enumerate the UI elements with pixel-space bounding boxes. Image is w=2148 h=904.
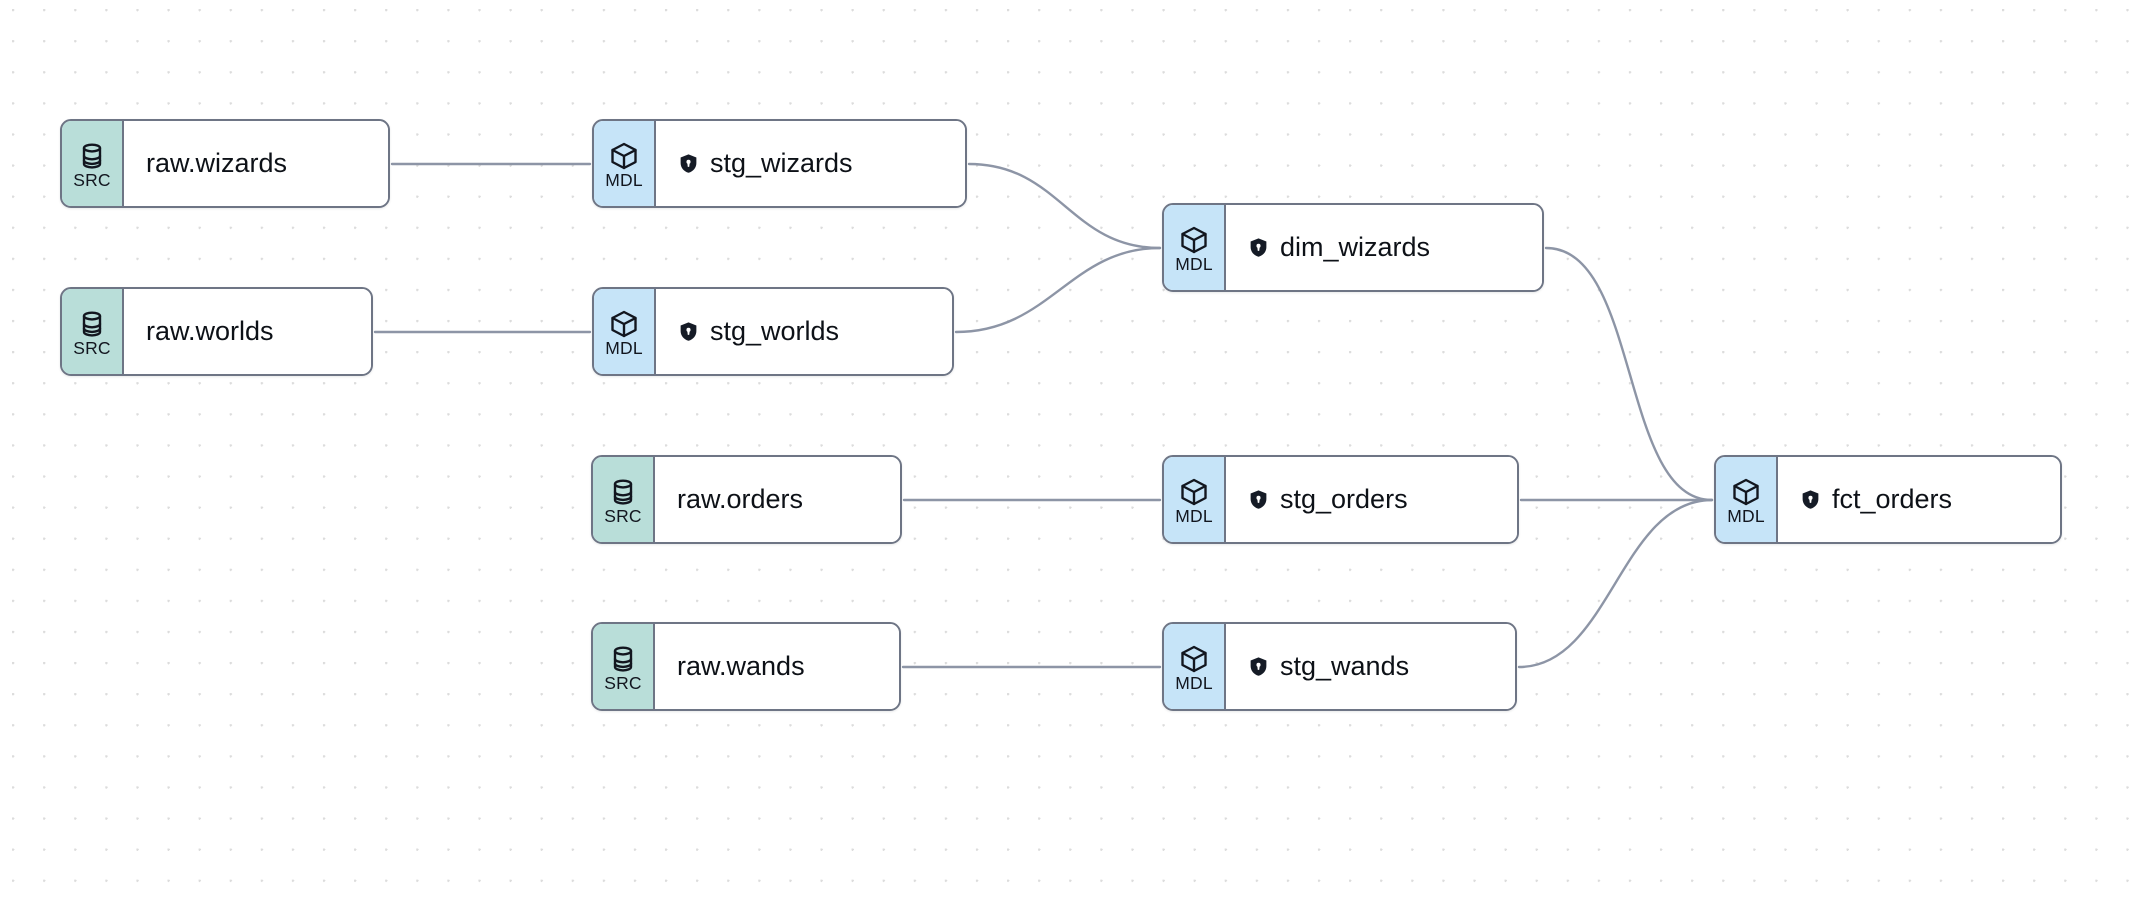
node-body: raw.wizards — [124, 121, 388, 206]
node-body: raw.orders — [655, 457, 900, 542]
node-label: dim_wizards — [1280, 232, 1431, 262]
node-badge-mdl: MDL — [1164, 457, 1226, 542]
node-badge-text: MDL — [1175, 672, 1213, 693]
node-badge-mdl: MDL — [1716, 457, 1778, 542]
node-raw_wands[interactable]: SRC raw.wands — [591, 622, 901, 711]
node-badge-text: SRC — [73, 337, 111, 358]
node-badge-text: SRC — [604, 505, 642, 526]
node-badge-text: MDL — [605, 169, 643, 190]
node-badge-mdl: MDL — [594, 289, 656, 374]
node-fct_orders[interactable]: MDL fct_orders — [1714, 455, 2062, 544]
node-label: raw.orders — [677, 484, 804, 514]
node-label: fct_orders — [1832, 484, 1953, 514]
node-body: stg_worlds — [656, 289, 952, 374]
database-icon — [77, 309, 107, 339]
node-dim_wizards[interactable]: MDL dim_wizards — [1162, 203, 1544, 292]
node-stg_wizards[interactable]: MDL stg_wizards — [592, 119, 967, 208]
node-body: raw.wands — [655, 624, 899, 709]
node-badge-mdl: MDL — [594, 121, 656, 206]
node-label: raw.wands — [677, 651, 805, 681]
node-badge-text: SRC — [73, 169, 111, 190]
node-raw_worlds[interactable]: SRC raw.worlds — [60, 287, 373, 376]
database-icon — [77, 141, 107, 171]
node-badge-text: MDL — [605, 337, 643, 358]
node-label: raw.worlds — [146, 316, 274, 346]
node-body: dim_wizards — [1226, 205, 1542, 290]
node-raw_wizards[interactable]: SRC raw.wizards — [60, 119, 390, 208]
node-body: stg_wizards — [656, 121, 965, 206]
cube-icon — [609, 141, 639, 171]
cube-icon — [1179, 477, 1209, 507]
node-badge-mdl: MDL — [1164, 624, 1226, 709]
cube-icon — [1731, 477, 1761, 507]
shield-lock-icon — [1248, 656, 1269, 677]
shield-lock-icon — [1248, 489, 1269, 510]
node-stg_orders[interactable]: MDL stg_orders — [1162, 455, 1519, 544]
node-badge-src: SRC — [62, 121, 124, 206]
node-badge-mdl: MDL — [1164, 205, 1226, 290]
node-label: raw.wizards — [146, 148, 288, 178]
node-badge-text: SRC — [604, 672, 642, 693]
node-label: stg_worlds — [710, 316, 840, 346]
shield-lock-icon — [1248, 237, 1269, 258]
node-raw_orders[interactable]: SRC raw.orders — [591, 455, 902, 544]
node-badge-text: MDL — [1727, 505, 1765, 526]
node-badge-src: SRC — [62, 289, 124, 374]
node-body: raw.worlds — [124, 289, 371, 374]
node-stg_wands[interactable]: MDL stg_wands — [1162, 622, 1517, 711]
node-label: stg_orders — [1280, 484, 1408, 514]
edge-stg_wands-to-fct_orders — [1517, 498, 1714, 669]
database-icon — [608, 477, 638, 507]
shield-lock-icon — [678, 153, 699, 174]
node-body: stg_orders — [1226, 457, 1517, 542]
cube-icon — [1179, 225, 1209, 255]
edge-dim_wizards-to-fct_orders — [1544, 246, 1714, 502]
node-badge-src: SRC — [593, 624, 655, 709]
shield-lock-icon — [678, 321, 699, 342]
database-icon — [608, 644, 638, 674]
cube-icon — [1179, 644, 1209, 674]
cube-icon — [609, 309, 639, 339]
node-stg_worlds[interactable]: MDL stg_worlds — [592, 287, 954, 376]
node-body: fct_orders — [1778, 457, 2060, 542]
node-badge-text: MDL — [1175, 253, 1213, 274]
node-badge-text: MDL — [1175, 505, 1213, 526]
node-label: stg_wizards — [710, 148, 853, 178]
edge-stg_wizards-to-dim_wizards — [967, 162, 1162, 250]
node-badge-src: SRC — [593, 457, 655, 542]
node-body: stg_wands — [1226, 624, 1515, 709]
shield-lock-icon — [1800, 489, 1821, 510]
edge-stg_worlds-to-dim_wizards — [954, 246, 1162, 334]
node-label: stg_wands — [1280, 651, 1410, 681]
